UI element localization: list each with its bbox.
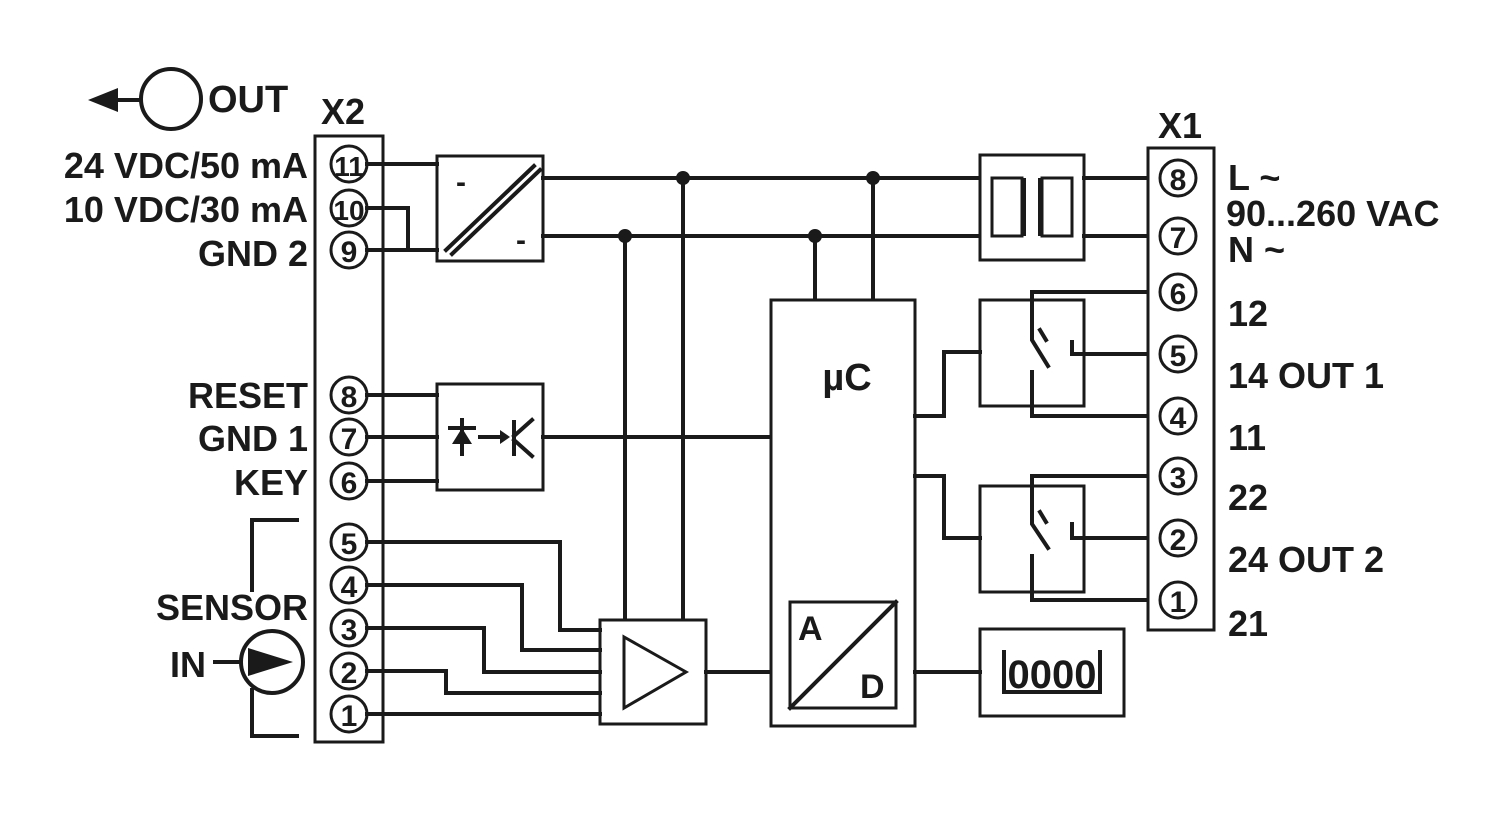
x1-terminal-6: 6 [1170,278,1187,311]
dcdc-converter-block: - - [435,154,545,263]
x2-label-key: KEY [234,462,308,503]
x1-label-n: N ~ [1228,229,1285,270]
x2-terminal-9: 9 [341,236,358,269]
adc-a-label: A [798,610,823,648]
x2-terminal-4: 4 [341,571,358,604]
x2-terminal-8: 8 [341,381,358,414]
x2-terminal-3: 3 [341,614,358,647]
display-block: 0000 [978,627,1126,718]
sensor-in-arrow-icon [248,648,293,676]
out-circle-icon [139,67,203,131]
x1-label-12: 12 [1228,293,1268,334]
sensor-input-symbol [213,518,305,738]
relay-1-block [978,298,1162,418]
mcu-label: µC [822,357,871,399]
x2-label-reset: RESET [188,375,308,416]
x1-terminal-2: 2 [1170,524,1187,557]
x2-label-10vdc: 10 VDC/30 mA [64,189,308,230]
in-label: IN [170,644,206,685]
x2-terminal-1: 1 [341,700,358,733]
x1-terminal-3: 3 [1170,462,1187,495]
out-arrow-icon [88,88,118,112]
optocoupler-block [435,382,545,492]
x1-label-21: 21 [1228,603,1268,644]
relay-2-block [978,484,1162,602]
x1-label-22: 22 [1228,477,1268,518]
display-value: 0000 [1008,653,1097,697]
out-symbol: OUT [88,67,288,131]
x2-label-24vdc: 24 VDC/50 mA [64,145,308,186]
x2-terminal-7: 7 [341,423,358,456]
x1-label-voltage: 90...260 VAC [1226,193,1439,234]
adc-d-label: D [860,668,885,706]
x2-title: X2 [321,91,365,132]
x1-label-14-out1: 14 OUT 1 [1228,355,1384,396]
x1-terminal-1: 1 [1170,586,1187,619]
x2-terminal-2: 2 [341,657,358,690]
x1-labels: L ~ 90...260 VAC N ~ 12 14 OUT 1 11 22 2… [1226,157,1439,644]
x2-labels: 24 VDC/50 mA 10 VDC/30 mA GND 2 RESET GN… [64,145,308,685]
x1-terminal-5: 5 [1170,340,1187,373]
x2-terminal-6: 6 [341,467,358,500]
amplifier-block [598,618,708,726]
adc-block: A D [787,599,899,711]
dcdc-minus-out: - [516,224,526,257]
x2-terminal-11: 11 [334,151,364,182]
x1-label-l: L ~ [1228,157,1280,198]
x1-label-11: 11 [1228,417,1266,458]
out-label: OUT [208,79,288,121]
x2-terminal-5: 5 [341,528,358,561]
x1-terminal-8: 8 [1170,164,1187,197]
x1-terminals: 8 7 6 5 4 3 2 1 [1158,158,1198,620]
x2-label-gnd2: GND 2 [198,233,308,274]
sensor-label: SENSOR [156,587,308,628]
x2-terminal-10: 10 [333,195,364,226]
x1-label-24-out2: 24 OUT 2 [1228,539,1384,580]
transformer-block [978,153,1086,262]
x1-terminal-7: 7 [1170,222,1187,255]
x1-terminal-4: 4 [1170,402,1187,435]
x1-title: X1 [1158,105,1202,146]
dcdc-minus-in: - [456,166,466,199]
x2-label-gnd1: GND 1 [198,418,308,459]
x2-terminals: 11 10 9 8 7 6 5 4 3 2 1 [329,144,369,734]
